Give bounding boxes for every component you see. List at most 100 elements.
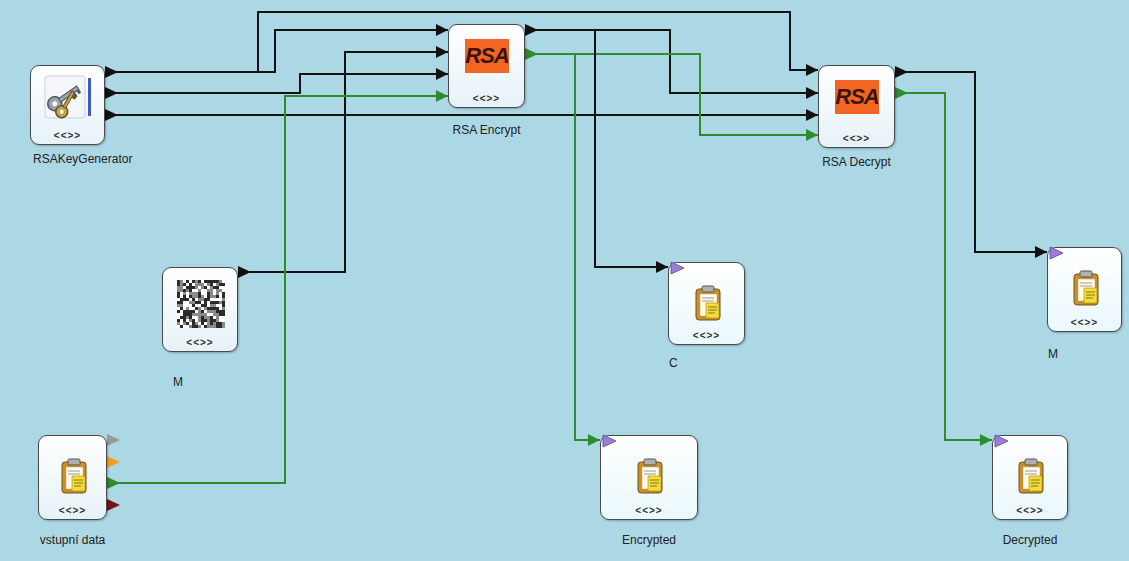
port-triangle: [1050, 247, 1063, 259]
pattern-cell: [216, 307, 219, 310]
paper-line: [68, 471, 80, 472]
source-box: <<>>vstupní data: [38, 435, 107, 520]
pattern-cell: [210, 304, 213, 307]
pattern-cell: [198, 292, 201, 295]
pattern-cell: [216, 301, 219, 304]
pattern-cell: [210, 307, 213, 310]
pattern-cell: [222, 295, 225, 298]
pattern-cell: [180, 307, 183, 310]
stereotype-mark: <<>>: [39, 505, 106, 517]
pattern-cell: [201, 304, 204, 307]
connector: [525, 30, 668, 267]
pattern-cell: [192, 304, 195, 307]
stereotype-mark: <<>>: [31, 130, 104, 142]
pattern-cell: [213, 319, 216, 322]
pattern-cell: [207, 280, 210, 283]
paper-line: [644, 471, 656, 472]
pattern-cell: [186, 316, 189, 319]
pattern-cell: [180, 316, 183, 319]
blue-stripe: [88, 78, 91, 116]
node-icon: [177, 280, 225, 332]
pattern-cell: [189, 319, 192, 322]
pattern-cell: [195, 313, 198, 316]
clipboard-clip: [702, 286, 714, 292]
pattern-cell: [183, 295, 186, 298]
pattern-cell: [177, 292, 180, 295]
output-port: [107, 456, 120, 468]
pattern-cell: [213, 325, 216, 328]
pattern-cell: [204, 280, 207, 283]
noise-pattern-icon: [177, 280, 225, 328]
pattern-cell: [216, 280, 219, 283]
output-port: [107, 434, 120, 446]
stereotype-mark: <<>>: [669, 330, 744, 342]
port-triangle: [995, 435, 1008, 447]
pattern-cell: [207, 289, 210, 292]
pattern-cell: [216, 295, 219, 298]
pattern-cell: [213, 307, 216, 310]
note-line: [650, 480, 659, 481]
key-tooth: [76, 89, 81, 94]
pattern-cell: [222, 301, 225, 304]
note-line: [1031, 483, 1040, 484]
paper-line: [68, 474, 80, 475]
key-hole: [59, 109, 64, 114]
pattern-cell: [213, 304, 216, 307]
pattern-cell: [186, 307, 189, 310]
pattern-cell: [177, 319, 180, 322]
pattern-cell: [183, 310, 186, 313]
pattern-cell: [222, 298, 225, 301]
pattern-cell: [198, 298, 201, 301]
pattern-cell: [177, 280, 180, 283]
pattern-cell: [216, 313, 219, 316]
pattern-cell: [210, 292, 213, 295]
node-name: RSA Decrypt: [822, 155, 891, 169]
pattern-cell: [207, 283, 210, 286]
clipboard-icon: [1011, 456, 1051, 496]
source-box: <<>>M: [162, 267, 238, 352]
note-sheet: [706, 303, 719, 318]
pattern-cell: [204, 304, 207, 307]
input-port: [670, 261, 686, 275]
pattern-cell: [198, 325, 201, 328]
pattern-cell: [186, 313, 189, 316]
pattern-cell: [183, 316, 186, 319]
pattern-cell: [180, 301, 183, 304]
rsa-logo: RSA: [465, 39, 509, 73]
pattern-cell: [207, 310, 210, 313]
pattern-cell: [186, 322, 189, 325]
display-box: <<>>Encrypted: [600, 435, 698, 520]
pattern-cell: [192, 322, 195, 325]
note-line: [708, 307, 717, 308]
stereotype-mark: <<>>: [163, 337, 237, 349]
connector: [895, 72, 1047, 252]
note-line: [708, 310, 717, 311]
pattern-cell: [186, 289, 189, 292]
pattern-cell: [189, 316, 192, 319]
pattern-cell: [210, 319, 213, 322]
node-icon: [54, 456, 94, 500]
pattern-cell: [195, 292, 198, 295]
connector: [525, 54, 600, 440]
pattern-cell: [177, 322, 180, 325]
pattern-cell: [210, 283, 213, 286]
connector: [105, 114, 818, 116]
stereotype-mark: <<>>: [819, 133, 894, 145]
pattern-cell: [210, 289, 213, 292]
connector: [525, 30, 818, 93]
node-name: C: [669, 356, 678, 370]
pattern-cell: [216, 319, 219, 322]
pattern-cell: [204, 307, 207, 310]
clipboard-clip: [644, 459, 656, 465]
pattern-cell: [201, 286, 204, 289]
pattern-cell: [204, 298, 207, 301]
note-line: [1086, 292, 1095, 293]
pattern-cell: [177, 286, 180, 289]
clipboard-icon: [1066, 268, 1106, 308]
pattern-cell: [210, 310, 213, 313]
pattern-cell: [222, 313, 225, 316]
stereotype-mark: <<>>: [1048, 317, 1121, 329]
pattern-cell: [201, 298, 204, 301]
rsa-logo: RSA: [835, 80, 879, 114]
